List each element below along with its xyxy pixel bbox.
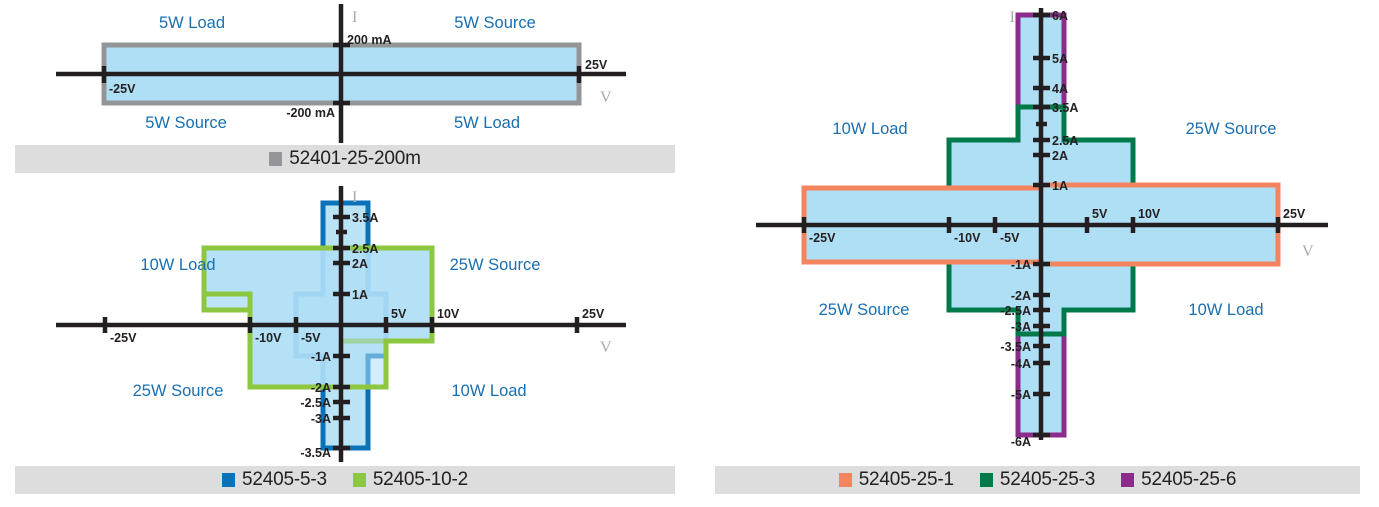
chart3-axes [756, 8, 1328, 440]
legend-chart-52401: 52401-25-200m [15, 145, 675, 173]
legend-swatch-icon [352, 473, 366, 487]
tick-label-neg3p5a: -3.5A [1000, 340, 1031, 354]
tick-label-1a: 1A [1052, 179, 1068, 193]
tick-label-neg25v: -25V [110, 331, 137, 345]
tick-label-neg3a: -3A [311, 412, 331, 426]
chart2-axes [56, 186, 626, 462]
legend-item-label: 52405-5-3 [241, 469, 327, 490]
chart-52405-5-3-and-10-2: -25V -10V -5V 5V 10V 25V 3.5A 2.5A 2A 1A… [56, 186, 626, 462]
tick-label-neg4a: -4A [1011, 357, 1031, 371]
series-52405-10-2-shape-outline [201, 245, 435, 390]
tick-label-neg2a: -2A [1011, 289, 1031, 303]
quadrant-label-bottom-left: 25W Source [133, 382, 224, 400]
voltage-axis-label: V [1302, 243, 1314, 260]
tick-label-2p5a: 2.5A [352, 242, 378, 256]
legend-item-52405-25-3[interactable]: 52405-25-3 [979, 469, 1096, 491]
x-ticks [801, 217, 1281, 233]
tick-label-neg200ma: -200 mA [286, 106, 335, 120]
tick-label-25v: 25V [582, 307, 605, 321]
tick-label-neg2a: -2A [311, 381, 331, 395]
legend-item-52405-10-2[interactable]: 52405-10-2 [352, 469, 469, 491]
legend-item-52405-25-1[interactable]: 52405-25-1 [838, 469, 954, 491]
tick-label-5a: 5A [1052, 52, 1068, 66]
quadrant-label-bottom-right: 5W Load [454, 114, 520, 132]
tick-label-2p5a: 2.5A [1052, 134, 1078, 148]
tick-label-neg3a: -3A [1011, 320, 1031, 334]
quadrant-label-top-right: 25W Source [1186, 120, 1277, 138]
legend-item-label: 52405-25-1 [858, 469, 954, 490]
quadrant-label-bottom-left: 25W Source [819, 301, 910, 319]
voltage-axis-label: V [600, 339, 612, 356]
y-ticks [1033, 12, 1050, 438]
legend-swatch-icon [979, 473, 993, 487]
tick-label-25v: 25V [585, 58, 608, 72]
quadrant-label-top-right: 25W Source [450, 256, 541, 274]
tick-label-neg3p5a: -3.5A [300, 446, 331, 460]
quadrant-label-bottom-right: 10W Load [451, 382, 526, 400]
legend-chart-52405-5-10: 52405-5-3 52405-10-2 [15, 466, 675, 494]
tick-label-neg10v: -10V [255, 331, 282, 345]
tick-label-10v: 10V [437, 307, 460, 321]
voltage-axis-label: V [600, 89, 612, 106]
tick-label-neg2p5a: -2.5A [1000, 304, 1031, 318]
chart-52405-25-series: -25V -10V -5V 5V 10V 25V 6A 5A 4A 3.5A 2… [756, 8, 1328, 449]
current-axis-label: I [352, 189, 357, 206]
legend-item-52405-25-6[interactable]: 52405-25-6 [1121, 469, 1236, 491]
legend-item-label: 52405-25-3 [999, 469, 1096, 490]
tick-label-3p5a: 3.5A [352, 211, 378, 225]
tick-label-2a: 2A [1052, 149, 1068, 163]
tick-label-neg25v: -25V [809, 231, 836, 245]
tick-label-5v: 5V [1092, 207, 1108, 221]
legend-item-label: 52405-25-6 [1141, 469, 1237, 490]
tick-label-10v: 10V [1138, 207, 1161, 221]
right-panel: -25V -10V -5V 5V 10V 25V 6A 5A 4A 3.5A 2… [690, 0, 1379, 507]
tick-label-4a: 4A [1052, 82, 1068, 96]
chart2-series-areas [201, 200, 435, 451]
y-ticks [333, 214, 350, 451]
chart1-axes [56, 4, 626, 143]
legend-item-label: 52401-25-200m [289, 148, 421, 169]
quadrant-label-top-left: 5W Load [159, 14, 225, 32]
legend-item-label: 52405-10-2 [372, 469, 469, 490]
tick-label-neg5v: -5V [1000, 231, 1020, 245]
quadrant-label-bottom-left: 5W Source [145, 114, 227, 132]
chart-52401-25-200m: 200 mA -200 mA -25V 25V I V 5W Load 5W S… [56, 4, 626, 143]
quadrant-label-top-left: 10W Load [832, 120, 907, 138]
tick-label-neg5a: -5A [1011, 388, 1031, 402]
current-axis-label: I [352, 9, 357, 26]
tick-label-200ma: 200 mA [347, 33, 391, 47]
tick-label-2a: 2A [352, 257, 368, 271]
legend-swatch-icon [269, 152, 283, 166]
tick-label-neg25v: -25V [109, 82, 136, 96]
quadrant-label-bottom-right: 10W Load [1188, 301, 1263, 319]
tick-label-neg2p5a: -2.5A [300, 396, 331, 410]
tick-label-6a: 6A [1052, 9, 1068, 23]
legend-chart-52405-25: 52405-25-1 52405-25-3 52405-25-6 [715, 466, 1360, 494]
x-ticks [102, 317, 580, 333]
tick-label-neg5v: -5V [301, 331, 321, 345]
legend-swatch-icon [221, 473, 235, 487]
legend-swatch-icon [838, 473, 852, 487]
legend-item-52401-25-200m[interactable]: 52401-25-200m [269, 148, 421, 170]
quadrant-label-top-right: 5W Source [454, 14, 536, 32]
legend-swatch-icon [1121, 473, 1135, 487]
tick-label-1a: 1A [352, 288, 368, 302]
tick-label-25v: 25V [1283, 207, 1306, 221]
quadrant-label-top-left: 10W Load [140, 256, 215, 274]
tick-label-3p5a: 3.5A [1052, 101, 1078, 115]
tick-label-neg10v: -10V [954, 231, 981, 245]
tick-label-5v: 5V [391, 307, 407, 321]
tick-label-neg1a: -1A [311, 350, 331, 364]
left-panel: 200 mA -200 mA -25V 25V I V 5W Load 5W S… [15, 4, 675, 494]
current-axis-label: I [1010, 9, 1015, 26]
tick-label-neg1a: -1A [1011, 258, 1031, 272]
tick-label-neg6a: -6A [1011, 435, 1031, 449]
legend-item-52405-5-3[interactable]: 52405-5-3 [221, 469, 327, 491]
